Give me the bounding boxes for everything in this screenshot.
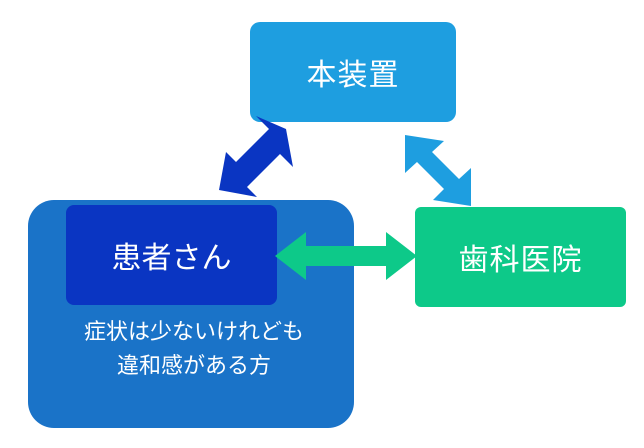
patient-description-line-2: 違和感がある方 — [116, 354, 271, 379]
arrow-device-clinic — [405, 135, 471, 206]
patient-label: 患者さん — [111, 241, 232, 276]
arrow-patient-clinic — [275, 232, 417, 280]
arrow-patient-device — [219, 116, 293, 197]
device-label: 本装置 — [306, 58, 400, 93]
patient-description: 症状は少ないけれども 違和感がある方 — [44, 316, 344, 384]
clinic-label: 歯科医院 — [458, 243, 583, 278]
device-node: 本装置 — [250, 22, 456, 122]
patient-node: 患者さん — [66, 205, 277, 305]
patient-description-line-1: 症状は少ないけれども — [83, 320, 304, 345]
clinic-node: 歯科医院 — [415, 207, 626, 307]
